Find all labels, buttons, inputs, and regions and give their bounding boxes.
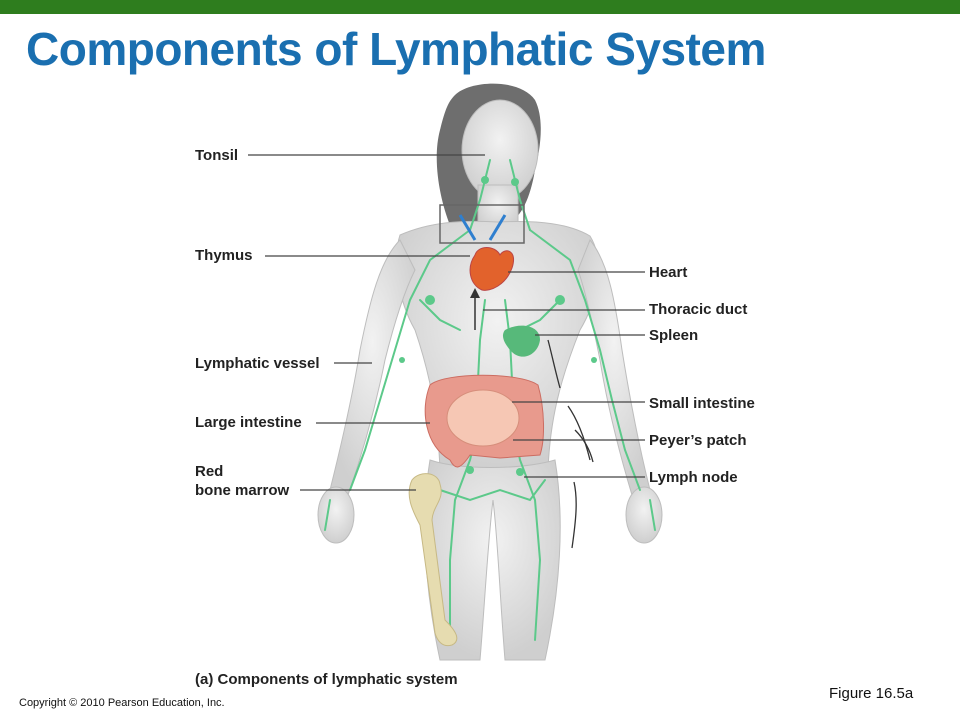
thymus-region-box	[439, 204, 525, 244]
caption-tag: (a)	[195, 671, 214, 688]
label-lymph-node: Lymph node	[649, 469, 738, 486]
label-small-intestine: Small intestine	[649, 395, 755, 412]
figure-reference: Figure 16.5a	[829, 685, 914, 702]
caption-text: Components of lymphatic system	[217, 671, 458, 688]
label-tonsil: Tonsil	[195, 147, 239, 164]
label-bone-marrow: bone marrow	[195, 482, 290, 499]
label-peyers-patch: Peyer’s patch	[649, 432, 747, 449]
label-lymphatic-vessel: Lymphatic vessel	[195, 355, 320, 372]
femur-bone	[408, 473, 458, 647]
label-heart: Heart	[649, 264, 688, 281]
label-thoracic-duct: Thoracic duct	[649, 301, 748, 318]
figure-caption: (a) Components of lymphatic system	[195, 671, 458, 688]
label-large-intestine: Large intestine	[195, 414, 302, 431]
heart-organ	[469, 247, 514, 291]
slide-title: Components of Lymphatic System	[26, 23, 766, 75]
top-accent-bar	[0, 0, 960, 14]
label-thymus: Thymus	[195, 247, 253, 264]
label-spleen: Spleen	[649, 327, 699, 344]
lymph-nodes	[399, 176, 597, 476]
spleen-organ	[502, 325, 540, 357]
copyright-notice: Copyright © 2010 Pearson Education, Inc.	[19, 697, 225, 709]
leader-lines	[248, 154, 645, 491]
lymph-flow-arrows	[547, 339, 594, 549]
small-intestine-organ	[446, 389, 520, 447]
label-red: Red	[195, 463, 224, 480]
